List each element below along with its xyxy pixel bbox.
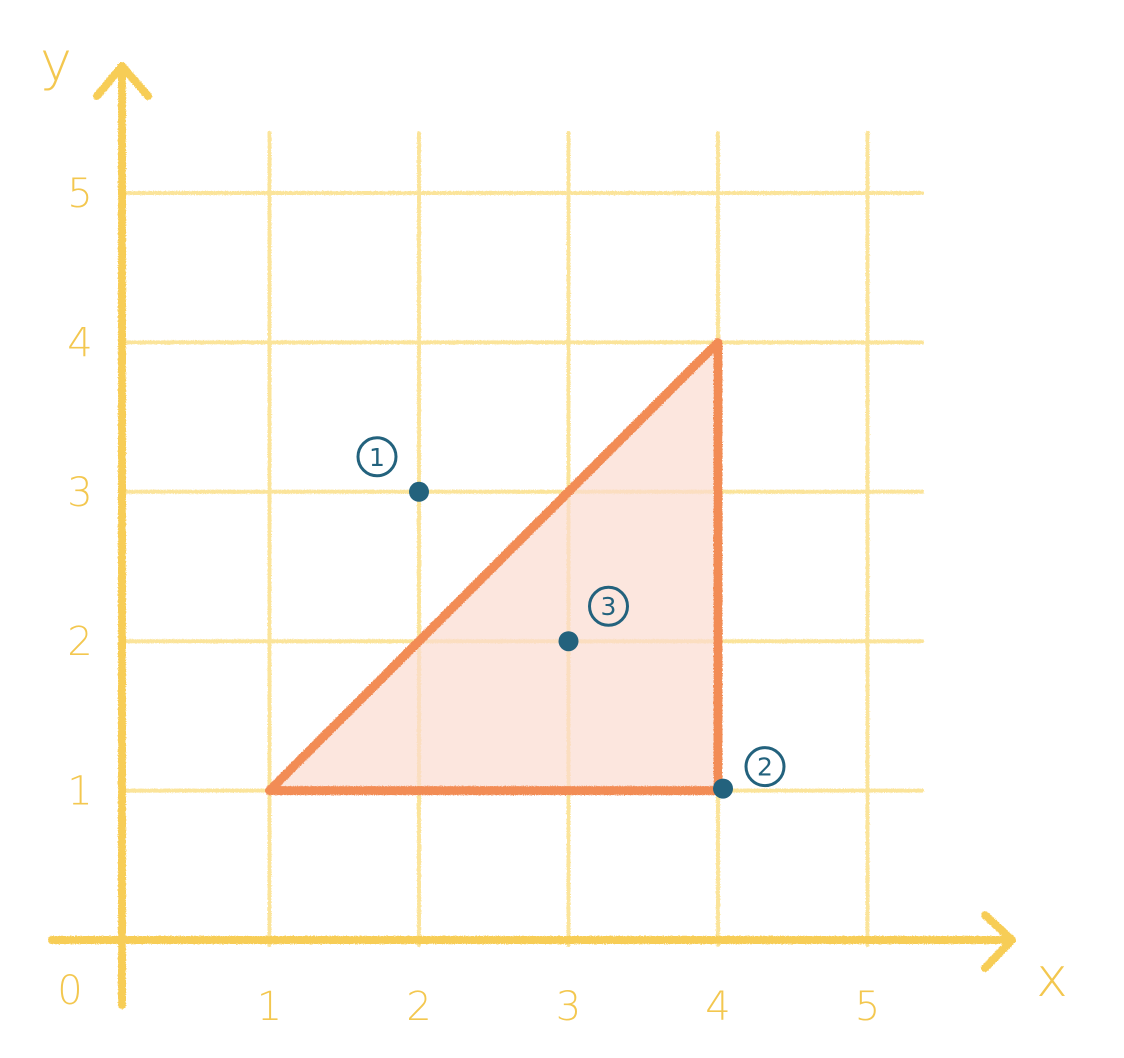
y-axis-label: y [40,30,72,93]
triangle-outline [265,337,723,796]
triangle-group [265,337,723,796]
point-label-3: 3 [601,592,617,621]
y-tick-label: 3 [67,470,92,516]
y-axis-arrowhead-icon [93,62,152,100]
x-tick-label: 1 [257,984,282,1030]
x-tick-label: 4 [705,984,730,1030]
data-point-2 [713,778,733,799]
x-axis-arrowhead-icon [981,911,1016,972]
marker-ring [744,746,786,788]
point-marker-1-icon: 1 [356,436,398,478]
y-tick-label: 1 [67,769,92,815]
point-label-2: 2 [757,753,773,782]
y-tick-label: 4 [67,320,92,366]
x-axis-label: x [1036,946,1068,1009]
x-tick-label: 3 [556,984,581,1030]
y-tick-label: 5 [67,171,92,217]
data-point-3 [558,631,579,652]
data-point-1 [409,481,429,502]
points: 1 2 3 [356,436,786,799]
tick-labels: 1 2 3 4 5 1 2 3 4 5 [67,171,880,1030]
point-label-1: 1 [369,443,385,472]
marker-ring [588,585,629,627]
point-marker-2-icon: 2 [744,746,786,788]
origin-label: 0 [57,968,82,1014]
x-tick-label: 2 [406,984,431,1030]
point-marker-3-icon: 3 [588,585,629,627]
marker-ring [356,436,398,478]
y-tick-label: 2 [67,619,92,665]
x-tick-label: 5 [855,984,880,1030]
axes [48,62,1016,1009]
